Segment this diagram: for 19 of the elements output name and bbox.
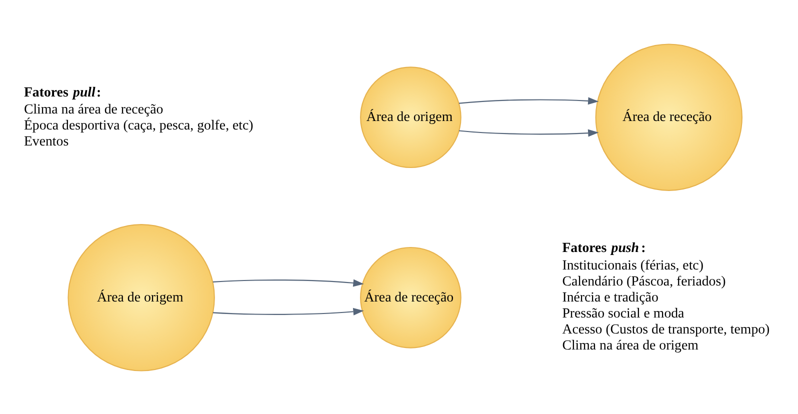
label: Inércia e tradição	[562, 288, 658, 304]
label: Pressão social e moda	[562, 304, 684, 320]
label: Clima na área de origem	[562, 336, 698, 352]
node-circle: Área de receção	[360, 246, 461, 348]
node-circle: Área de receção	[594, 43, 742, 190]
label: Acesso (Custos de transporte, tempo)	[562, 320, 770, 336]
label: Clima na área de receção	[23, 101, 163, 116]
arrow	[212, 278, 364, 286]
arrow	[458, 96, 598, 104]
label: Eventos	[23, 133, 68, 148]
label: Fatores push:	[562, 240, 646, 255]
label: Calendário (Páscoa, feriados)	[562, 272, 726, 288]
label: Época desportiva (caça, pesca, golfe, etc)	[23, 117, 253, 132]
label: Fatores pull:	[23, 84, 101, 99]
label: Institucionais (férias, etc)	[562, 256, 703, 272]
node-circle: Área de origem	[67, 224, 214, 371]
arrow	[458, 128, 598, 136]
node-circle: Área de origem	[360, 66, 461, 168]
arrow	[212, 307, 364, 315]
